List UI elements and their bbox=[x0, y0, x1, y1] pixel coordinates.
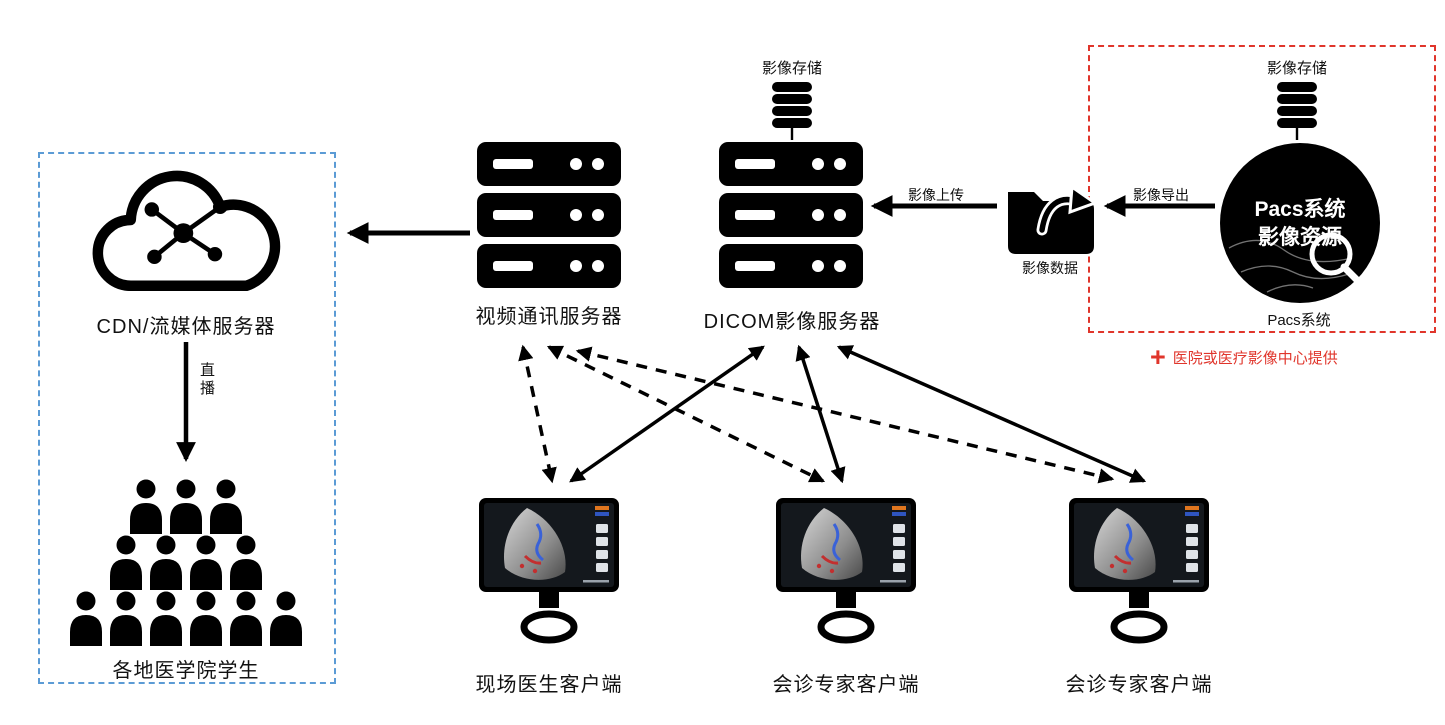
client3-label: 会诊专家客户端 bbox=[1065, 674, 1213, 696]
provider-note: + 医院或医疗影像中心提供 bbox=[1150, 344, 1338, 371]
cdn-label: CDN/流媒体服务器 bbox=[96, 316, 276, 338]
provider-note-text: 医院或医疗影像中心提供 bbox=[1172, 350, 1338, 367]
client1-monitor-icon bbox=[477, 496, 621, 648]
cdn-cloud-icon bbox=[86, 158, 286, 303]
folder-label: 影像数据 bbox=[1022, 260, 1078, 276]
dicom-server-label: DICOM影像服务器 bbox=[703, 311, 881, 333]
edge-dicom-client2 bbox=[795, 344, 846, 484]
pacs-system-icon: Pacs系统 影像资源 bbox=[1220, 143, 1380, 303]
export-edge-label: 影像导出 bbox=[1133, 187, 1189, 203]
dicom-storage-database-icon bbox=[770, 82, 814, 140]
pacs-storage-label: 影像存储 bbox=[1266, 60, 1328, 77]
broadcast-label: 直播 bbox=[198, 362, 215, 398]
pacs-storage-database-icon bbox=[1275, 82, 1319, 140]
pacs-circle-title-line1: Pacs系统 bbox=[1254, 197, 1345, 221]
edge-video-client2 bbox=[546, 345, 826, 483]
broadcast-boundary bbox=[38, 152, 336, 684]
pacs-circle-title-line2: 影像资源 bbox=[1258, 226, 1342, 249]
edge-dicom-client3 bbox=[836, 345, 1147, 483]
client2-monitor-icon bbox=[774, 496, 918, 648]
upload-edge-label: 影像上传 bbox=[908, 187, 964, 203]
plus-icon: + bbox=[1150, 342, 1166, 372]
dicom-server-icon bbox=[719, 140, 863, 290]
client1-label: 现场医生客户端 bbox=[475, 674, 623, 696]
magnifier-icon bbox=[1309, 232, 1362, 285]
students-crowd-icon bbox=[70, 479, 302, 646]
edge-video-client3 bbox=[575, 346, 1115, 484]
image-data-folder-icon bbox=[1002, 176, 1098, 254]
video-server-icon bbox=[477, 140, 621, 290]
edge-dicom-client1 bbox=[569, 345, 765, 483]
students-label: 各地医学院学生 bbox=[112, 660, 260, 682]
client2-label: 会诊专家客户端 bbox=[772, 674, 920, 696]
edge-video-client1 bbox=[518, 344, 557, 484]
dicom-storage-label: 影像存储 bbox=[761, 60, 823, 77]
client3-monitor-icon bbox=[1067, 496, 1211, 648]
pacs-provider-boundary bbox=[1088, 45, 1436, 333]
pacs-caption: Pacs系统 bbox=[1267, 312, 1331, 329]
video-server-label: 视频通讯服务器 bbox=[475, 306, 623, 328]
